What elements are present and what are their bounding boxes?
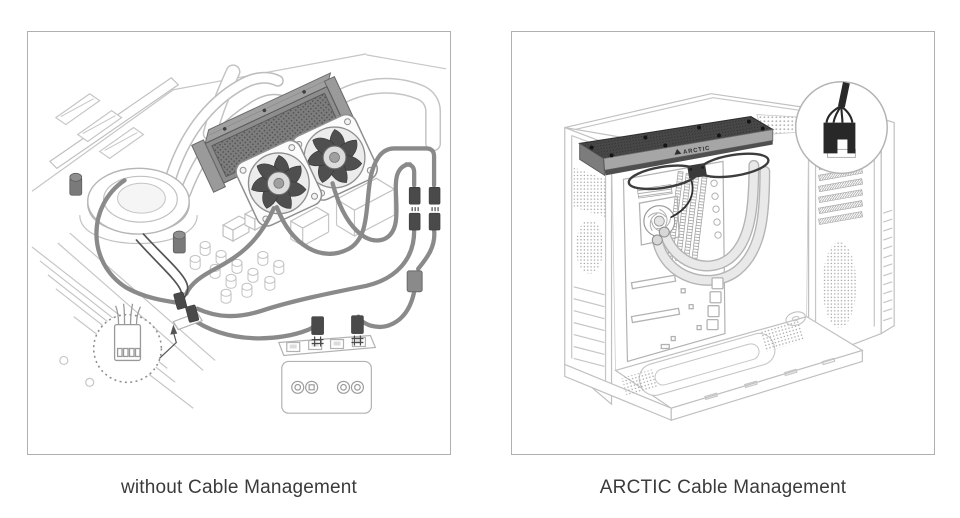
fan-header-plugs (172, 291, 204, 331)
controller-plug (311, 316, 324, 335)
front-fan-vent (575, 220, 604, 274)
caption-arctic-cable-management: ARCTIC Cable Management (599, 477, 847, 498)
inline-connector (406, 270, 423, 293)
panel-without-cable-management (27, 31, 451, 455)
panel-arctic-cable-management: ARCTIC (511, 31, 935, 455)
controller-box (277, 315, 377, 414)
cable-channel (706, 277, 724, 331)
pin-contacts-icon (311, 336, 324, 347)
arrowhead-icon (170, 324, 178, 335)
controller-connectors (291, 380, 365, 394)
without-cable-management-illustration (31, 53, 447, 414)
pin-contacts-icon (351, 335, 364, 346)
arctic-cable-management-illustration: ARCTIC (564, 81, 895, 422)
psu-vent (760, 319, 805, 352)
motherboard-background (31, 53, 447, 409)
arctic-logo-mark-icon (674, 148, 682, 155)
connector-magnifier (794, 81, 888, 175)
arctic-logo: ARCTIC (674, 146, 711, 156)
figure-without-cable-management: without Cable Management (27, 31, 451, 499)
connector-magnifier (92, 303, 178, 384)
mount-screw (69, 172, 83, 196)
caption-without-cable-management: without Cable Management (120, 477, 358, 498)
controller-face (281, 360, 372, 414)
cable-plug (408, 186, 441, 231)
fan-connector-icon (113, 303, 142, 362)
radiator: ARCTIC (578, 116, 775, 191)
figure-row: without Cable Management (27, 31, 935, 499)
fan-hub (687, 163, 707, 179)
mount-screw (172, 230, 186, 254)
pump-cable (670, 178, 694, 219)
radiator-logo-text: ARCTIC (683, 146, 711, 156)
rear-fan-vent (822, 242, 857, 328)
figure-arctic-cable-management: ARCTIC (511, 31, 935, 499)
radiator (191, 72, 357, 193)
cpu-pump (69, 167, 198, 254)
single-connector-icon (823, 82, 856, 158)
controller-plug (351, 315, 364, 334)
front-vent (573, 167, 606, 218)
cooling-tubes (651, 159, 771, 286)
